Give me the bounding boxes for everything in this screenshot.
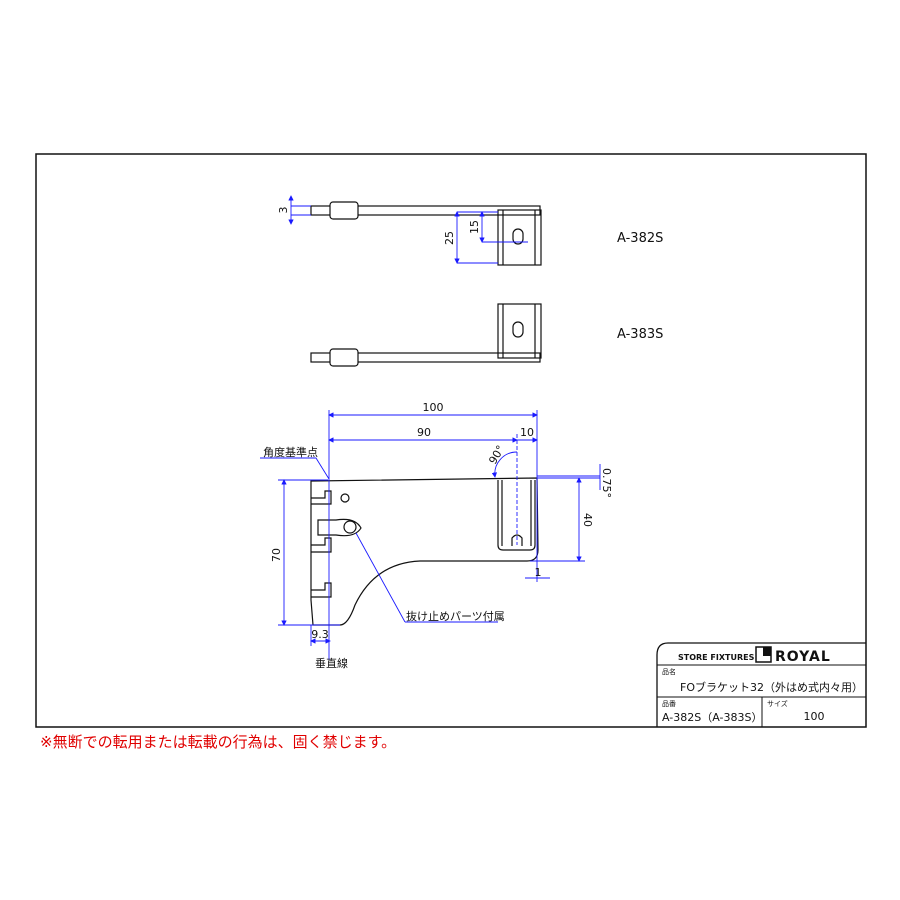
royal-logo: ROYAL <box>755 646 831 665</box>
dim-tip: 10 <box>520 426 534 439</box>
dim-total: 100 <box>423 401 444 414</box>
dim-main: 90 <box>417 426 431 439</box>
dim-height: 70 <box>270 548 283 562</box>
product-code-label: 品番 <box>662 700 676 708</box>
copyright-notice: ※無断での転用または転載の行為は、固く禁じます。 <box>40 733 396 751</box>
product-name: FOブラケット32（外はめ式内々用） <box>680 680 863 694</box>
dim-depth: 25 <box>443 231 456 245</box>
dim-gap: 1 <box>535 566 542 579</box>
label-a383s: A-383S <box>617 327 663 342</box>
callout-stopper: 抜け止めパーツ付属 <box>406 609 505 623</box>
brand-name: ROYAL <box>775 649 831 665</box>
size-value: 100 <box>804 710 825 723</box>
label-a382s: A-382S <box>617 231 663 246</box>
dim-thickness: 3 <box>277 207 290 214</box>
brand-tagline: STORE FIXTURES <box>678 653 755 662</box>
dim-slot: 15 <box>468 220 481 234</box>
drawing-frame <box>35 153 867 728</box>
title-block: STORE FIXTURES ROYAL 品名 FOブラケット32（外はめ式内々… <box>656 642 866 727</box>
top-view-a383s: A-383S <box>310 303 663 367</box>
dim-angle: 90° <box>486 443 507 466</box>
product-code: A-382S（A-383S） <box>662 711 762 724</box>
side-view: 100 90 10 90° 0.75° 70 40 1 9.3 角度基準点 抜け… <box>260 401 613 670</box>
top-view-a382s: 3 25 15 A-382S <box>277 195 663 266</box>
product-name-label: 品名 <box>662 667 676 676</box>
dim-offset: 9.3 <box>311 628 329 641</box>
size-label: サイズ <box>767 699 788 708</box>
dim-hook-height: 40 <box>581 513 594 527</box>
callout-reference-point: 角度基準点 <box>263 445 318 459</box>
dim-slope: 0.75° <box>600 468 613 498</box>
callout-vertical-line: 垂直線 <box>315 656 348 670</box>
